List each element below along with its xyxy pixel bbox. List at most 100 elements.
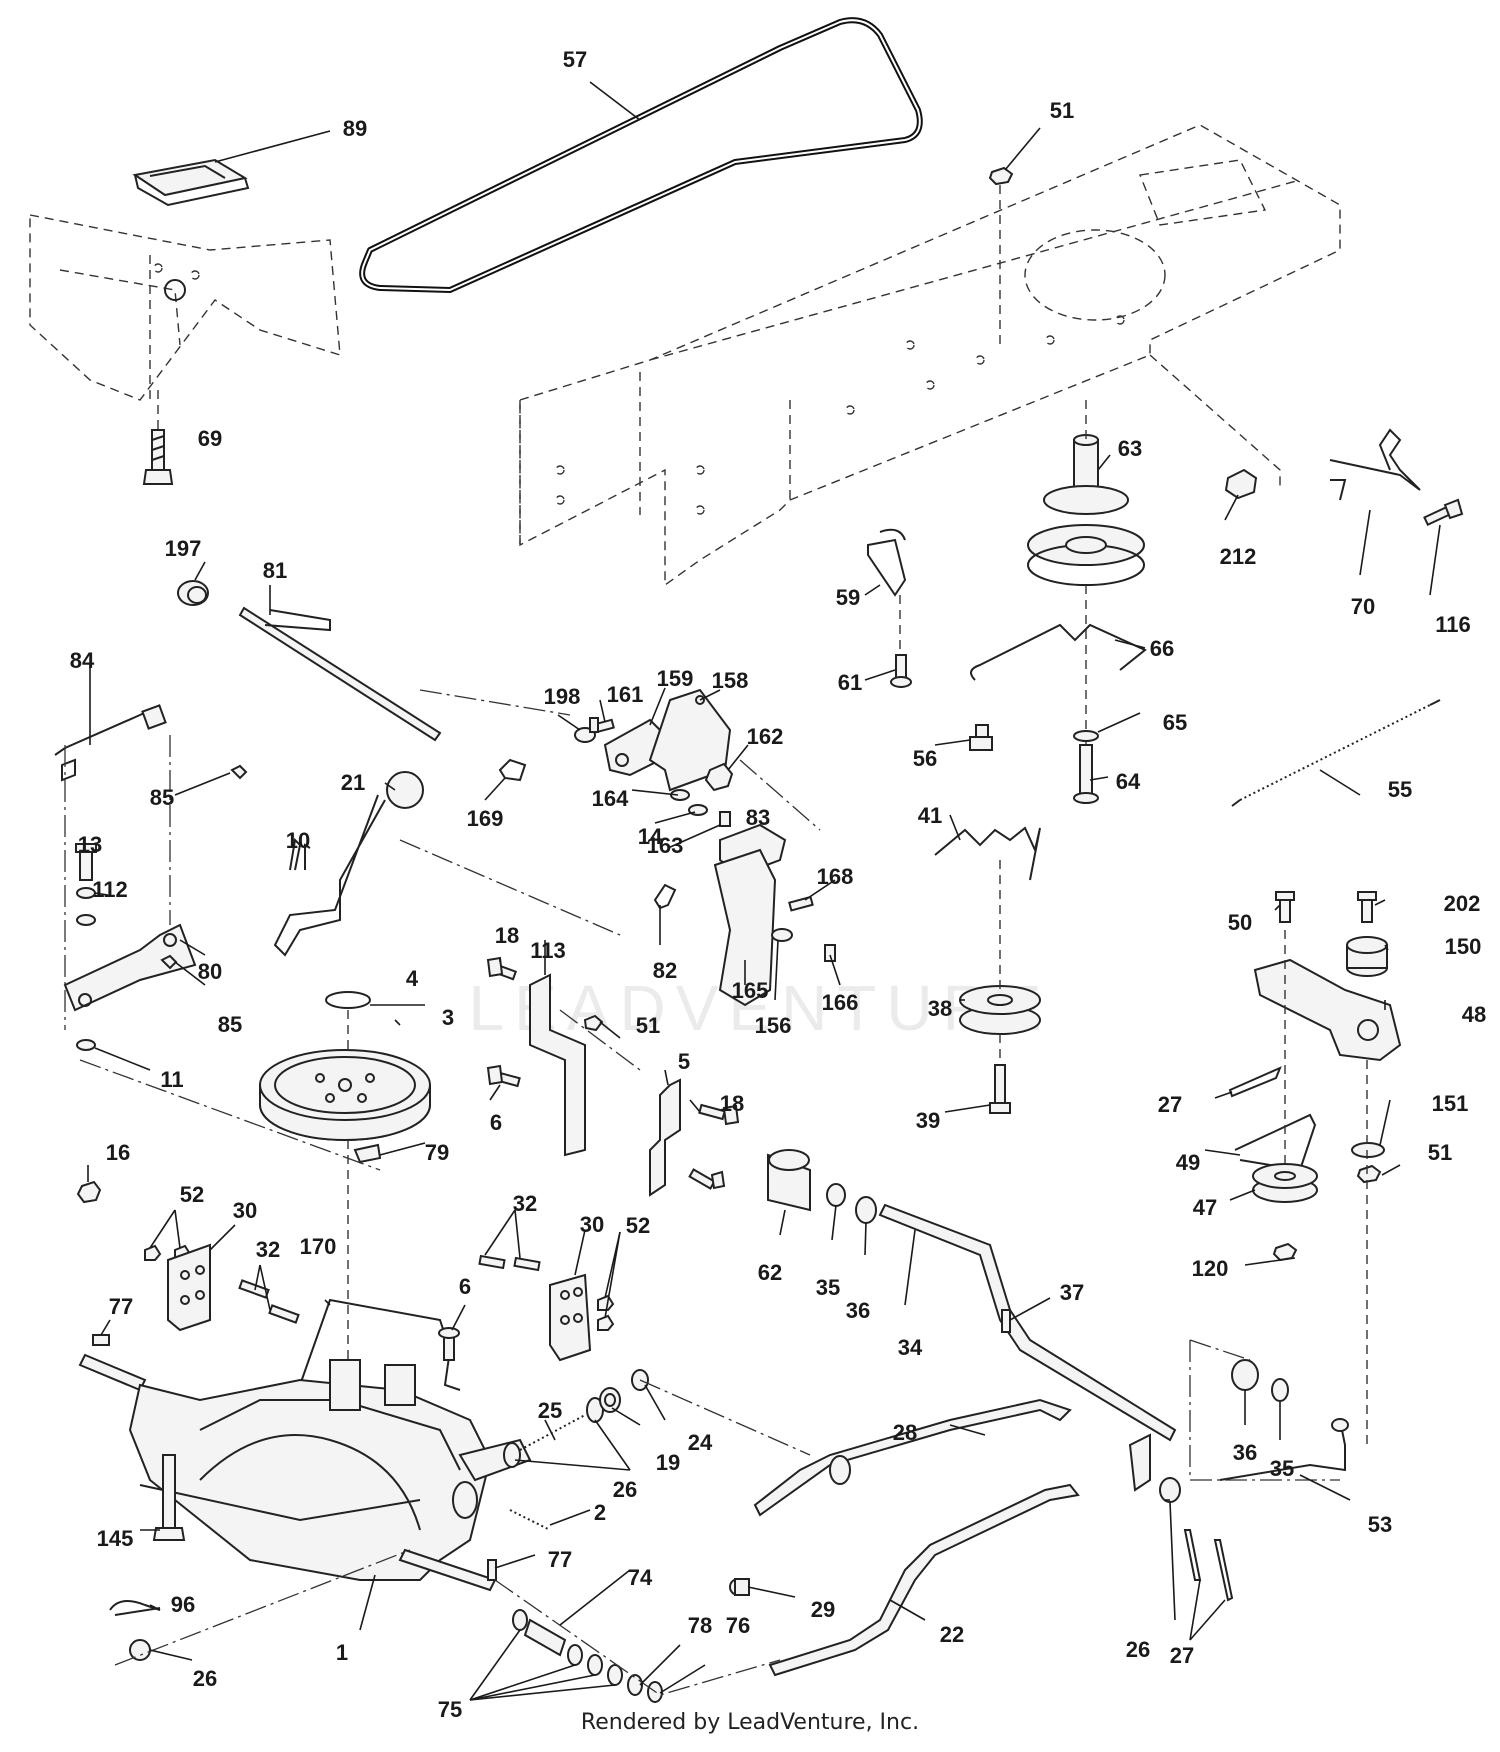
bolt-32-left bbox=[238, 1279, 300, 1324]
washer-26-left bbox=[129, 1639, 151, 1661]
nut-52-c bbox=[597, 1294, 615, 1311]
part-number-164: 164 bbox=[592, 786, 629, 811]
part-number-29: 29 bbox=[811, 1597, 835, 1622]
bushing-197 bbox=[177, 580, 209, 606]
bolt-161 bbox=[589, 717, 615, 734]
key-79 bbox=[353, 1143, 382, 1164]
part-number-28: 28 bbox=[893, 1420, 917, 1445]
part-number-32: 32 bbox=[513, 1191, 537, 1216]
washer-26-right bbox=[1159, 1477, 1181, 1503]
spring-2 bbox=[509, 1509, 551, 1531]
washer-75-c bbox=[587, 1654, 603, 1676]
part-number-151: 151 bbox=[1432, 1091, 1469, 1116]
part-number-3: 3 bbox=[442, 1005, 454, 1030]
part-number-22: 22 bbox=[940, 1622, 964, 1647]
part-number-5: 5 bbox=[678, 1049, 690, 1074]
part-number-63: 63 bbox=[1118, 436, 1142, 461]
bolt-163 bbox=[719, 811, 731, 827]
part-number-21: 21 bbox=[341, 770, 365, 795]
part-number-80: 80 bbox=[198, 959, 222, 984]
nut-52-a bbox=[144, 1244, 162, 1261]
part-number-18: 18 bbox=[495, 923, 519, 948]
part-number-69: 69 bbox=[198, 426, 222, 451]
part-number-1: 1 bbox=[336, 1640, 348, 1665]
part-number-75: 75 bbox=[438, 1697, 462, 1722]
part-number-35: 35 bbox=[816, 1275, 840, 1300]
part-number-14: 14 bbox=[638, 824, 663, 849]
part-number-18: 18 bbox=[720, 1091, 744, 1116]
part-number-13: 13 bbox=[78, 832, 102, 857]
footer-credit: Rendered by LeadVenture, Inc. bbox=[580, 1710, 920, 1735]
nut-51-top bbox=[988, 166, 1014, 186]
part-number-150: 150 bbox=[1445, 934, 1482, 959]
bracket-165 bbox=[713, 848, 777, 1007]
part-number-36: 36 bbox=[846, 1298, 870, 1323]
idler-bracket-48 bbox=[1253, 958, 1402, 1062]
part-number-30: 30 bbox=[233, 1198, 257, 1223]
transaxle-1 bbox=[78, 1353, 532, 1592]
clip-41 bbox=[934, 826, 1041, 881]
bolt-39 bbox=[989, 1064, 1011, 1114]
part-number-70: 70 bbox=[1351, 594, 1375, 619]
pulley-3 bbox=[259, 1049, 431, 1141]
cotter-pins-27 bbox=[1183, 1529, 1234, 1602]
part-number-56: 56 bbox=[913, 746, 937, 771]
part-number-51: 51 bbox=[1428, 1140, 1452, 1165]
part-number-66: 66 bbox=[1150, 636, 1174, 661]
washer-75-b bbox=[567, 1644, 583, 1666]
bracket-30-right bbox=[549, 1273, 592, 1362]
part-number-4: 4 bbox=[406, 966, 419, 991]
clip-82 bbox=[653, 883, 677, 910]
part-number-77: 77 bbox=[548, 1547, 572, 1572]
bolt-50 bbox=[1275, 891, 1295, 923]
part-number-158: 158 bbox=[712, 668, 749, 693]
part-number-85: 85 bbox=[218, 1012, 242, 1037]
part-number-120: 120 bbox=[1192, 1256, 1229, 1281]
shift-lever-8 bbox=[273, 794, 386, 957]
part-number-116: 116 bbox=[1435, 612, 1471, 637]
part-number-51: 51 bbox=[636, 1013, 660, 1038]
part-number-77: 77 bbox=[109, 1294, 133, 1319]
drive-belt-57 bbox=[359, 17, 923, 293]
bolt-145 bbox=[152, 1454, 186, 1541]
bracket-5 bbox=[649, 1078, 681, 1197]
bolt-116 bbox=[1423, 498, 1464, 527]
part-number-47: 47 bbox=[1193, 1195, 1217, 1220]
part-number-48: 48 bbox=[1462, 1002, 1486, 1027]
part-number-64: 64 bbox=[1116, 769, 1141, 794]
part-number-11: 11 bbox=[160, 1067, 183, 1092]
key-77-left bbox=[92, 1334, 110, 1346]
part-number-57: 57 bbox=[563, 47, 587, 72]
nut-85-top bbox=[230, 764, 248, 780]
chassis-frame-outline bbox=[519, 124, 1341, 587]
bracket-113 bbox=[529, 973, 586, 1157]
part-number-198: 198 bbox=[544, 684, 581, 709]
part-number-27: 27 bbox=[1158, 1092, 1182, 1117]
part-number-81: 81 bbox=[263, 558, 287, 583]
bracket-49 bbox=[1234, 1113, 1317, 1172]
part-number-65: 65 bbox=[1163, 710, 1187, 735]
bolt-6-right bbox=[688, 1168, 726, 1190]
bolt-6-left bbox=[486, 1064, 521, 1088]
part-number-51: 51 bbox=[1050, 98, 1074, 123]
bushing-150 bbox=[1346, 936, 1388, 977]
part-number-79: 79 bbox=[425, 1140, 449, 1165]
bolt-18-left bbox=[486, 956, 518, 981]
part-number-6: 6 bbox=[490, 1110, 502, 1135]
bolt-32-right bbox=[478, 1254, 541, 1272]
pulley-47 bbox=[1252, 1163, 1318, 1203]
bolt-168 bbox=[788, 895, 814, 912]
pins-10 bbox=[289, 837, 311, 871]
idler-arm-66 bbox=[970, 623, 1147, 681]
part-number-74: 74 bbox=[628, 1565, 653, 1590]
rod-28 bbox=[753, 1398, 1072, 1517]
part-number-10: 10 bbox=[286, 828, 310, 853]
part-number-113: 113 bbox=[530, 938, 566, 963]
washer-151 bbox=[1351, 1142, 1385, 1158]
part-number-112: 112 bbox=[92, 877, 128, 902]
washer-26-a bbox=[503, 1442, 521, 1468]
bolt-166 bbox=[824, 944, 836, 962]
bracket-30-left bbox=[167, 1243, 211, 1332]
part-number-32: 32 bbox=[256, 1237, 280, 1262]
